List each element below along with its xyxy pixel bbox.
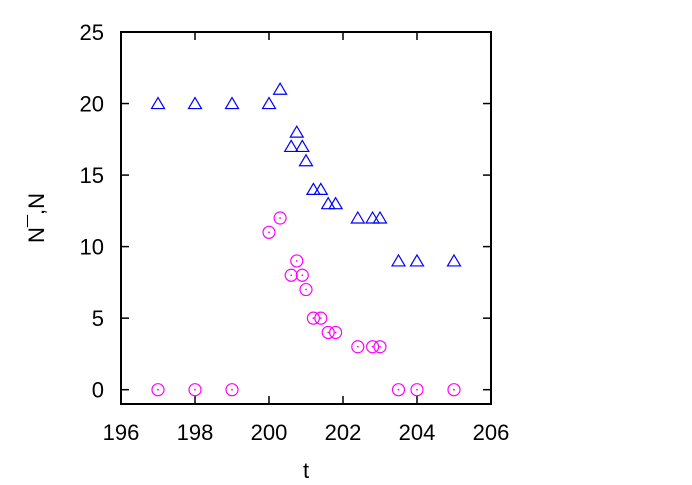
triangle-point bbox=[298, 153, 314, 167]
circle-point bbox=[188, 383, 202, 397]
triangle-point bbox=[372, 210, 388, 224]
circle-point-center bbox=[379, 345, 381, 348]
circle-point bbox=[151, 383, 165, 397]
circle-point-center bbox=[305, 288, 307, 291]
y-tick-label: 25 bbox=[80, 20, 104, 45]
triangle-point bbox=[409, 253, 425, 267]
triangle-point bbox=[289, 124, 305, 138]
plot-frame bbox=[120, 31, 492, 405]
tick-marks bbox=[120, 31, 492, 404]
circle-point bbox=[366, 340, 380, 354]
circle-point bbox=[284, 268, 298, 282]
y-tick-label: 0 bbox=[92, 378, 104, 403]
y-tick-label: 5 bbox=[92, 306, 104, 331]
circle-point bbox=[391, 383, 406, 397]
circle-point-center bbox=[319, 317, 322, 320]
x-tick-label: 202 bbox=[325, 420, 362, 445]
circle-point-center bbox=[295, 260, 298, 262]
x-tick-label: 198 bbox=[177, 420, 214, 445]
tick-labels: 196 198 200 202 204 206 0 5 10 15 20 25 bbox=[80, 20, 510, 445]
circle-point-center bbox=[416, 388, 418, 391]
circle-point bbox=[295, 268, 309, 282]
triangle-point bbox=[365, 210, 381, 224]
triangle-point bbox=[305, 182, 321, 195]
circle-point bbox=[447, 383, 461, 397]
circle-point bbox=[410, 383, 424, 397]
circle-point bbox=[329, 325, 343, 340]
circle-point-center bbox=[453, 388, 455, 391]
circle-point-center bbox=[301, 274, 304, 277]
circle-point bbox=[225, 383, 239, 397]
circle-point bbox=[273, 211, 287, 225]
y-axis-label: N¯,N bbox=[24, 193, 49, 243]
circle-point bbox=[290, 254, 304, 268]
circle-point bbox=[321, 325, 335, 340]
x-tick-label: 204 bbox=[399, 420, 436, 445]
triangle-point bbox=[150, 96, 166, 110]
circle-point bbox=[262, 225, 276, 239]
y-tick-label: 10 bbox=[80, 235, 104, 260]
triangle-point bbox=[320, 196, 336, 210]
y-tick-label: 20 bbox=[80, 92, 104, 117]
triangle-point bbox=[261, 96, 277, 110]
triangle-point bbox=[328, 196, 344, 210]
circle-point-center bbox=[397, 388, 400, 391]
circle-point-center bbox=[312, 317, 315, 320]
circle-point-center bbox=[231, 388, 233, 391]
triangle-point bbox=[390, 253, 407, 267]
circle-point-center bbox=[356, 345, 359, 348]
x-tick-label: 206 bbox=[473, 420, 510, 445]
x-tick-label: 196 bbox=[103, 420, 140, 445]
circle-point-center bbox=[157, 388, 159, 391]
triangle-point bbox=[313, 182, 329, 195]
x-tick-label: 200 bbox=[251, 420, 288, 445]
triangle-point bbox=[294, 139, 310, 153]
triangle-point bbox=[283, 139, 299, 153]
triangle-point bbox=[446, 253, 462, 267]
triangle-point bbox=[272, 82, 288, 95]
data-marks bbox=[150, 82, 462, 397]
circle-point-center bbox=[334, 331, 337, 334]
circle-point-center bbox=[290, 274, 293, 277]
circle-point bbox=[299, 282, 313, 297]
x-axis-label: t bbox=[303, 458, 309, 483]
circle-point-center bbox=[327, 331, 330, 334]
circle-point bbox=[314, 311, 328, 325]
circle-point bbox=[373, 340, 387, 354]
triangle-point bbox=[350, 210, 366, 224]
circle-point-center bbox=[194, 388, 196, 391]
circle-point-center bbox=[279, 217, 281, 219]
triangle-point bbox=[187, 96, 203, 110]
circle-point-center bbox=[371, 345, 374, 348]
circle-point bbox=[351, 340, 365, 354]
triangle-point bbox=[224, 96, 240, 110]
y-tick-label: 15 bbox=[80, 163, 104, 188]
circle-point bbox=[306, 311, 320, 325]
circle-point-center bbox=[268, 231, 270, 234]
